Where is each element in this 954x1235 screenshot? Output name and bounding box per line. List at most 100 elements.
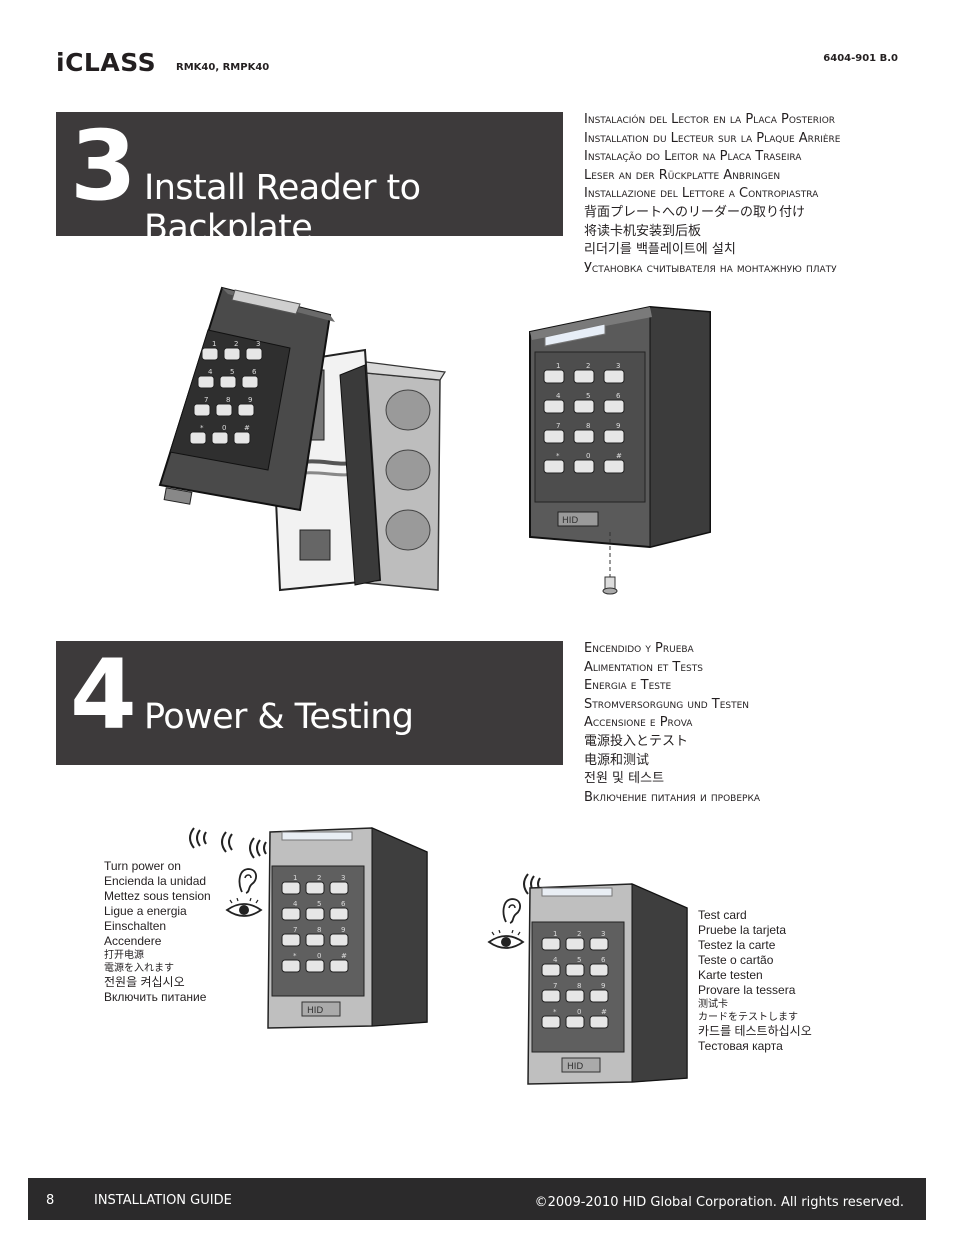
keypad-key-label: 6 <box>252 368 257 376</box>
power-on-callout: Turn power on Encienda la unidad Mettez … <box>104 859 211 1004</box>
keypad-key <box>541 989 561 1003</box>
translation-de: Stromversorgung und Testen <box>584 696 750 712</box>
keypad-key-label: 3 <box>256 340 260 348</box>
keypad-key-label: 5 <box>586 392 590 400</box>
keypad-key-label: 2 <box>577 930 581 938</box>
translation-ru: Включение питания и проверка <box>584 789 760 805</box>
keypad-key-label: 1 <box>212 340 216 348</box>
keypad-key <box>603 459 625 474</box>
page-number: 8 <box>46 1193 55 1208</box>
brand-logo: iCLASS <box>56 48 157 77</box>
keypad-key <box>603 369 625 384</box>
keypad-key-label: * <box>293 952 297 960</box>
keypad-key <box>541 937 561 951</box>
keypad-key <box>543 369 565 384</box>
keypad-key-label: # <box>616 452 622 460</box>
translation-ja: 電源投入とテスト <box>584 733 689 749</box>
keypad-key-label: 4 <box>553 956 558 964</box>
keypad-key <box>223 347 241 361</box>
keypad-key <box>189 431 207 445</box>
translation-es: Instalación del Lector en la Placa Poste… <box>584 112 836 127</box>
keypad-key <box>589 1015 609 1029</box>
keypad-key-label: 2 <box>317 874 321 882</box>
keypad-key-label: 7 <box>556 422 560 430</box>
keypad-key-label: 0 <box>577 1008 581 1016</box>
keypad-key <box>543 429 565 444</box>
keypad-key-label: 6 <box>341 900 346 908</box>
keypad-key <box>603 429 625 444</box>
keypad-key-label: # <box>601 1008 607 1016</box>
keypad-key-label: 0 <box>586 452 590 460</box>
keypad-key-label: 9 <box>601 982 605 990</box>
keypad-key-label: 7 <box>204 396 208 404</box>
keypad-key-label: 8 <box>226 396 230 404</box>
keypad-key <box>305 881 325 895</box>
eye-icon <box>225 898 263 917</box>
ear-icon-test <box>502 898 521 924</box>
keypad-key <box>589 963 609 977</box>
keypad-key-label: 5 <box>230 368 234 376</box>
keypad-key <box>543 399 565 414</box>
eye-icon-test <box>487 930 525 949</box>
keypad-key <box>541 963 561 977</box>
keypad-key <box>573 429 595 444</box>
copyright: ©2009-2010 HID Global Corporation. All r… <box>534 1195 904 1210</box>
keypad-key-label: 2 <box>586 362 590 370</box>
model-numbers: RMK40, RMPK40 <box>176 62 270 73</box>
keypad-key-label: 4 <box>208 368 213 376</box>
document-number: 6404-901 B.0 <box>823 53 898 64</box>
translation-zh: 电源和测试 <box>584 752 650 768</box>
keypad-key-label: 1 <box>293 874 297 882</box>
keypad-key <box>245 347 263 361</box>
keypad-key-label: 6 <box>616 392 621 400</box>
keypad-key-label: 0 <box>222 424 226 432</box>
keypad-key-label: * <box>556 452 560 460</box>
translation-es: Encendido y Prueba <box>584 641 694 656</box>
keypad-key-label: 9 <box>616 422 620 430</box>
keypad-key <box>305 959 325 973</box>
keypad-key-label: 6 <box>601 956 606 964</box>
keypad-key-label: 9 <box>248 396 252 404</box>
keypad-key <box>573 369 595 384</box>
keypad-key <box>543 459 565 474</box>
step-3-translations: Instalación del Lector en la Placa Poste… <box>584 111 924 278</box>
keypad-key-label: # <box>341 952 347 960</box>
keypad-key-label: * <box>200 424 204 432</box>
keypad-key-label: 8 <box>577 982 581 990</box>
keypad-key-label: 3 <box>601 930 605 938</box>
translation-pt: Energia e Teste <box>584 678 672 694</box>
keypad-key <box>603 399 625 414</box>
step-4-banner: 4 Power & Testing <box>56 641 563 765</box>
keypad-key-label: # <box>244 424 250 432</box>
keypad-key <box>211 431 229 445</box>
translation-pt: Instalação do Leitor na Placa Traseira <box>584 149 802 165</box>
keypad-key <box>541 1015 561 1029</box>
translation-ja: 背面プレートへのリーダーの取り付け <box>584 204 806 220</box>
keypad-key <box>305 933 325 947</box>
translation-ru: Установка считывателя на монтажную плату <box>584 260 837 276</box>
translation-it: Accensione e Prova <box>584 715 693 731</box>
translation-ko: 리더기를 백플레이트에 설치 <box>584 242 736 258</box>
step-3-title: Install Reader to Backplate <box>144 168 421 248</box>
keypad-key <box>565 989 585 1003</box>
keypad-key-label: 1 <box>556 362 560 370</box>
keypad-key-label: 8 <box>317 926 321 934</box>
step-4-number: 4 <box>70 639 137 751</box>
keypad-key <box>237 403 255 417</box>
keypad-key <box>281 959 301 973</box>
keypad-key-label: 3 <box>616 362 620 370</box>
keypad-key <box>305 907 325 921</box>
power-logo-text: HID <box>307 1006 323 1016</box>
translation-it: Installazione del Lettore a Contropiastr… <box>584 186 819 202</box>
ear-icon <box>238 868 257 894</box>
step-3-banner: 3 Install Reader to Backplate <box>56 112 563 248</box>
translation-fr: Installation du Lecteur sur la Plaque Ar… <box>584 130 841 146</box>
keypad-key-label: 8 <box>586 422 590 430</box>
keypad-key-label: 0 <box>317 952 321 960</box>
keypad-key <box>215 403 233 417</box>
